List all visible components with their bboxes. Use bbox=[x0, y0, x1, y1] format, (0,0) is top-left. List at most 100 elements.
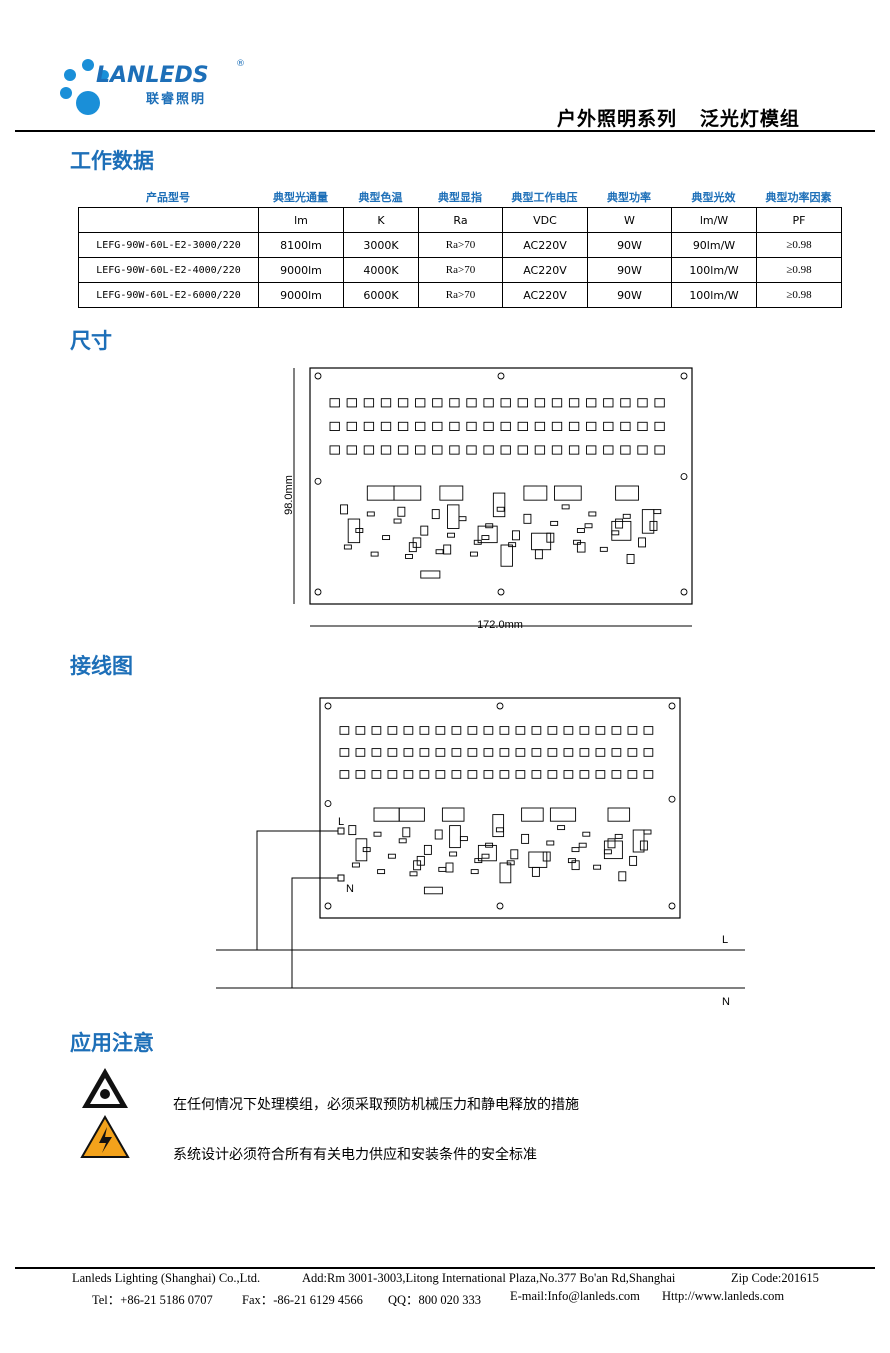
led-pad bbox=[568, 398, 580, 408]
led-pad bbox=[654, 445, 665, 455]
led-pad bbox=[435, 770, 446, 779]
company-logo: LANLEDS ® 联睿照明 bbox=[58, 55, 248, 120]
table-cell: ≥0.98 bbox=[756, 232, 842, 258]
table-cell: PF bbox=[756, 207, 842, 233]
column-header: 典型功率 bbox=[607, 191, 651, 204]
dimension-drawing: 98.0mm 172.0mm bbox=[283, 367, 693, 631]
footer-address: Add:Rm 3001-3003,Litong International Pl… bbox=[302, 1271, 676, 1285]
led-pad bbox=[568, 421, 580, 431]
led-pad bbox=[419, 748, 430, 757]
led-pad bbox=[329, 398, 340, 408]
led-pad bbox=[603, 398, 614, 408]
led-pad bbox=[483, 445, 494, 455]
header-divider bbox=[15, 130, 875, 132]
led-pad bbox=[419, 770, 430, 779]
led-pad bbox=[346, 445, 357, 455]
led-pad bbox=[397, 398, 409, 408]
table-cell: 9000lm bbox=[258, 282, 344, 308]
led-pad bbox=[451, 726, 462, 735]
led-pad bbox=[515, 770, 526, 779]
led-pad bbox=[586, 421, 597, 431]
table-cell: AC220V bbox=[502, 232, 588, 258]
section-title-notes: 应用注意 bbox=[70, 1031, 154, 1055]
led-pad bbox=[531, 770, 542, 779]
neutral-wire bbox=[291, 877, 338, 988]
table-cell: K bbox=[343, 207, 419, 233]
led-pad bbox=[551, 421, 563, 431]
led-pad bbox=[515, 726, 526, 735]
led-pad bbox=[500, 421, 511, 431]
led-pad bbox=[397, 445, 409, 455]
led-pad bbox=[483, 770, 494, 779]
led-pad bbox=[363, 421, 375, 431]
led-pad bbox=[499, 770, 510, 779]
led-pad bbox=[637, 445, 648, 455]
table-cell: LEFG-90W-60L-E2-4000/220 bbox=[78, 257, 259, 283]
led-pad bbox=[363, 398, 375, 408]
led-pad bbox=[467, 726, 478, 735]
led-pad bbox=[563, 726, 574, 735]
led-pad bbox=[637, 398, 648, 408]
led-pad bbox=[611, 770, 622, 779]
table-cell: lm/W bbox=[671, 207, 757, 233]
led-pad bbox=[483, 726, 494, 735]
led-pad bbox=[483, 398, 494, 408]
table-cell: LEFG-90W-60L-E2-6000/220 bbox=[78, 282, 259, 308]
table-cell: 4000K bbox=[343, 257, 419, 283]
table-cell: AC220V bbox=[502, 257, 588, 283]
led-pad bbox=[449, 445, 460, 455]
led-pad bbox=[534, 398, 546, 408]
section-title-data: 工作数据 bbox=[70, 149, 154, 173]
led-pad bbox=[483, 748, 494, 757]
led-pad bbox=[620, 398, 631, 408]
led-pad bbox=[499, 726, 510, 735]
n-line-label: N bbox=[722, 996, 730, 1008]
table-cell: 100lm/W bbox=[671, 257, 757, 283]
table-cell: 8100lm bbox=[258, 232, 344, 258]
led-pad bbox=[449, 421, 460, 431]
logo-text: LANLEDS bbox=[96, 63, 209, 88]
led-pad bbox=[531, 726, 542, 735]
led-pad bbox=[627, 770, 638, 779]
table-cell: 6000K bbox=[343, 282, 419, 308]
table-cell: 100lm/W bbox=[671, 282, 757, 308]
led-pad bbox=[466, 445, 477, 455]
led-pad bbox=[654, 421, 665, 431]
header-title: 户外照明系列 泛光灯模组 bbox=[557, 104, 800, 131]
led-pad bbox=[620, 445, 631, 455]
column-header: 典型功率因素 bbox=[765, 191, 832, 204]
led-pad bbox=[451, 770, 462, 779]
footer-email: E-mail:Info@lanleds.com bbox=[510, 1289, 640, 1303]
led-pad bbox=[603, 445, 614, 455]
led-pad bbox=[620, 421, 631, 431]
led-pad bbox=[435, 748, 446, 757]
led-pad bbox=[371, 770, 382, 779]
column-header: 典型色温 bbox=[358, 191, 403, 204]
section-title-dimensions: 尺寸 bbox=[70, 329, 112, 353]
led-pad bbox=[517, 445, 528, 455]
led-pad bbox=[339, 770, 350, 779]
led-pad bbox=[466, 398, 477, 408]
table-cell: Ra bbox=[418, 207, 503, 233]
led-pad bbox=[403, 748, 414, 757]
led-pad bbox=[515, 748, 526, 757]
footer-tel: Tel：+86-21 5186 0707 bbox=[92, 1293, 213, 1307]
led-pad bbox=[380, 398, 392, 408]
led-pad bbox=[595, 770, 606, 779]
section-title-wiring: 接线图 bbox=[70, 654, 133, 678]
product-label: 泛光灯模组 bbox=[699, 108, 800, 130]
footer-company: Lanleds Lighting (Shanghai) Co.,Ltd. bbox=[72, 1271, 261, 1285]
high-voltage-warning-icon bbox=[80, 1115, 130, 1158]
led-pad bbox=[403, 726, 414, 735]
led-pad bbox=[547, 748, 558, 757]
table-cell: 90W bbox=[587, 232, 672, 258]
led-pad bbox=[355, 726, 366, 735]
led-pad bbox=[595, 726, 606, 735]
pcb-l-label: L bbox=[338, 816, 344, 828]
column-header: 典型工作电压 bbox=[511, 191, 578, 204]
led-pad bbox=[500, 445, 511, 455]
led-pad bbox=[563, 748, 574, 757]
led-pad bbox=[603, 421, 614, 431]
